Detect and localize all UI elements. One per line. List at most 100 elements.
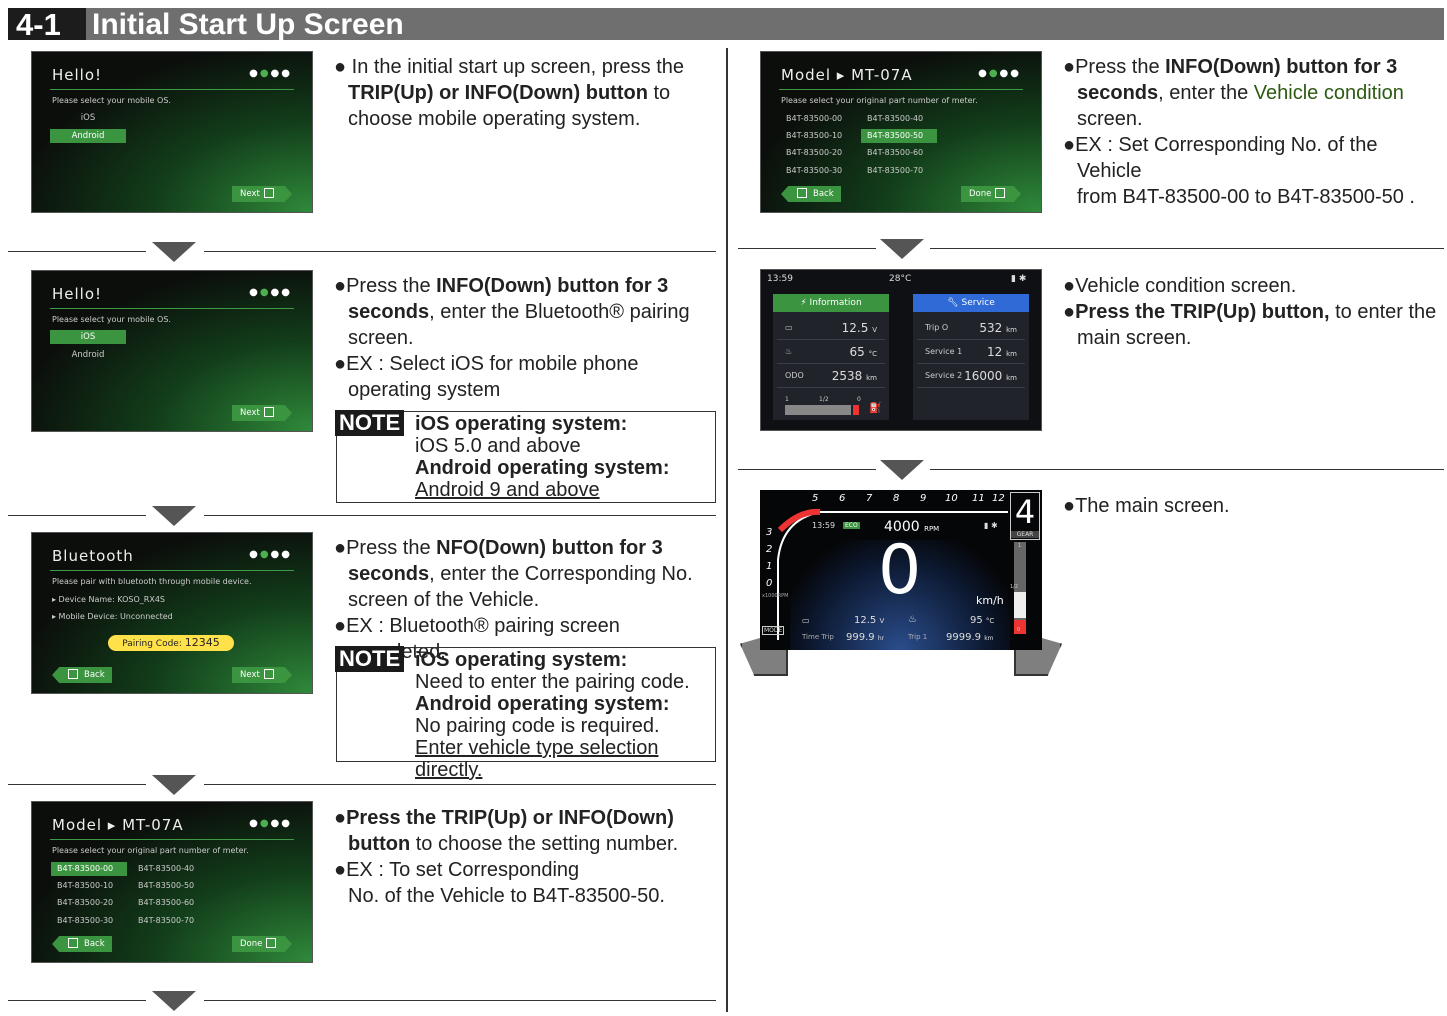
part-option[interactable]: B4T-83500-60 — [867, 148, 924, 157]
next-icon — [263, 188, 274, 198]
device-name: ▸ Device Name: KOSO_RX4S — [52, 595, 165, 604]
wrench-icon: 🔧︎ — [947, 298, 959, 308]
fuel-label: 1 — [1018, 543, 1022, 549]
done-icon — [995, 188, 1006, 198]
option-ios[interactable]: iOS — [50, 330, 126, 344]
separator — [8, 515, 716, 517]
option-ios[interactable]: iOS — [80, 113, 96, 123]
step4-text: ●Press the TRIP(Up) or INFO(Down) button… — [334, 807, 679, 907]
battery-icon: ▭ — [802, 616, 810, 625]
part-option[interactable]: B4T-83500-70 — [867, 166, 924, 175]
separator — [738, 248, 1446, 250]
down-arrow-icon — [880, 460, 924, 480]
down-arrow-icon — [152, 506, 196, 526]
screen-vehicle-condition: 13:59 28°C ▮ ✱ ⚡ Information ▭12.5 V ♨65… — [760, 269, 1042, 431]
screen-title: Model ▸ MT-07A — [52, 816, 184, 834]
screen-subtitle: Please select your original part number … — [52, 846, 249, 855]
part-option[interactable]: B4T-83500-00 — [786, 114, 843, 123]
step1-text: ● In the initial start up screen, press … — [334, 56, 685, 130]
information-header: ⚡ Information — [773, 294, 889, 312]
dots-icon: ●●●● — [249, 818, 292, 829]
screen-subtitle: Please select your mobile OS. — [52, 315, 171, 324]
part-option[interactable]: B4T-83500-30 — [786, 166, 843, 175]
part-option[interactable]: B4T-83500-20 — [57, 898, 114, 907]
clock: 13:59 — [812, 521, 836, 530]
fuel-icon: ⛽ — [869, 403, 882, 414]
part-option[interactable]: B4T-83500-70 — [138, 916, 195, 925]
screen-os-select-android: Hello! ●●●● Please select your mobile OS… — [31, 51, 313, 213]
coolant-icon: ♨ — [908, 614, 917, 625]
separator — [738, 469, 1446, 471]
section-header: 4-1 Initial Start Up Screen — [8, 8, 1444, 41]
done-button[interactable]: Done — [232, 936, 292, 952]
screen-title: Hello! — [52, 285, 103, 303]
done-button[interactable]: Done — [961, 186, 1021, 202]
speed-value: 0 — [878, 531, 922, 610]
temperature: 28°C — [889, 274, 912, 284]
fuel-label: 0 — [1017, 627, 1021, 633]
back-icon — [68, 669, 78, 679]
screen-os-select-ios: Hello! ●●●● Please select your mobile OS… — [31, 270, 313, 432]
trip1-value: 9999.9 — [946, 632, 981, 643]
battery-bluetooth-icon: ▮ ✱ — [984, 521, 998, 530]
back-icon — [68, 938, 78, 948]
part-option[interactable]: B4T-83500-10 — [786, 131, 843, 140]
back-button[interactable]: Back — [52, 936, 112, 952]
eco-badge: ECO — [843, 522, 860, 529]
screen-bluetooth: Bluetooth ●●●● Please pair with bluetoot… — [31, 532, 313, 694]
column-divider — [726, 48, 728, 1012]
coolant-icon: ♨ — [785, 347, 793, 356]
fuel-bar — [785, 405, 851, 415]
next-button[interactable]: Next — [232, 667, 292, 683]
voltage-value: 12.5 — [854, 615, 877, 626]
part-option[interactable]: B4T-83500-50 — [138, 881, 195, 890]
option-android[interactable]: Android — [71, 350, 105, 360]
bike-icon: ⚡ — [800, 298, 807, 308]
part-option[interactable]: B4T-83500-20 — [786, 148, 843, 157]
back-button[interactable]: Back — [781, 186, 841, 202]
time-trip-label: Time Trip — [802, 633, 834, 641]
gear-indicator: 4 GEAR — [1010, 492, 1040, 540]
tachometer-arc — [777, 508, 1008, 640]
back-button[interactable]: Back — [52, 667, 112, 683]
next-icon — [263, 407, 274, 417]
dots-icon: ●●●● — [249, 549, 292, 560]
down-arrow-icon — [152, 775, 196, 795]
time-trip-value: 999.9 — [846, 632, 875, 643]
screen-title: Model ▸ MT-07A — [781, 66, 913, 84]
device-status: ▸ Mobile Device: Unconnected — [52, 612, 173, 621]
fuel-label: 1/2 — [1010, 584, 1019, 590]
part-option[interactable]: B4T-83500-00 — [51, 862, 127, 876]
separator — [8, 1000, 716, 1002]
part-option[interactable]: B4T-83500-30 — [57, 916, 114, 925]
trip1-label: Trip 1 — [908, 633, 928, 641]
next-button[interactable]: Next — [232, 405, 292, 421]
clock: 13:59 — [767, 274, 793, 284]
part-option[interactable]: B4T-83500-60 — [138, 898, 195, 907]
part-option[interactable]: B4T-83500-10 — [57, 881, 114, 890]
note-box-os: NOTE iOS operating system: iOS 5.0 and a… — [335, 410, 716, 503]
part-option[interactable]: B4T-83500-40 — [867, 114, 924, 123]
option-android[interactable]: Android — [50, 129, 126, 143]
fuel-low-segment — [853, 405, 859, 415]
next-button[interactable]: Next — [232, 186, 292, 202]
rpm-value: 4000 RPM — [884, 519, 940, 535]
screen-model-select-50: Model ▸ MT-07A ●●●● Please select your o… — [760, 51, 1042, 213]
part-option[interactable]: B4T-83500-50 — [861, 129, 937, 143]
speed-unit: km/h — [976, 594, 1004, 607]
battery-bluetooth-icon: ▮ ✱ — [1011, 274, 1027, 284]
separator — [8, 784, 716, 786]
done-icon — [266, 938, 277, 948]
section-number: 4-1 — [8, 8, 86, 41]
part-option[interactable]: B4T-83500-40 — [138, 864, 195, 873]
down-arrow-icon — [152, 242, 196, 262]
screen-subtitle: Please select your mobile OS. — [52, 96, 171, 105]
mode-button[interactable]: MODE — [762, 626, 785, 635]
